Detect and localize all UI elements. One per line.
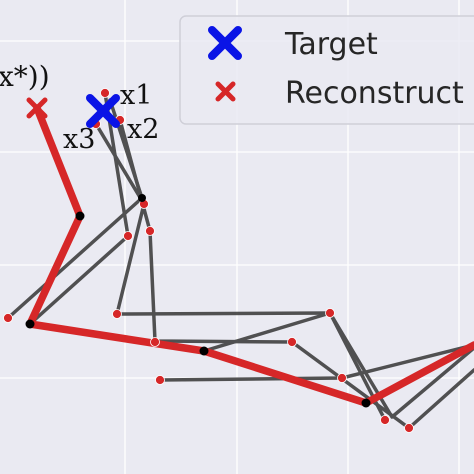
red-joint bbox=[123, 231, 133, 241]
black-joint bbox=[199, 346, 209, 356]
red-arm bbox=[26, 104, 474, 407]
legend-reconstruct-label: Reconstruct bbox=[285, 76, 464, 111]
legend-box bbox=[179, 15, 474, 125]
black-joints bbox=[25, 194, 371, 408]
label-x1: x1 bbox=[120, 80, 152, 111]
gray-chain-2 bbox=[118, 118, 474, 430]
red-joints bbox=[3, 88, 414, 433]
reconstruct-marker bbox=[26, 97, 48, 119]
label-x2: x2 bbox=[127, 114, 159, 145]
red-joint bbox=[337, 373, 347, 383]
black-joint bbox=[138, 194, 146, 202]
red-joint bbox=[380, 415, 390, 425]
legend-target-marker bbox=[208, 26, 242, 60]
target-marker bbox=[86, 94, 120, 128]
black-joint bbox=[25, 319, 35, 329]
red-joint bbox=[145, 226, 155, 236]
black-joint bbox=[75, 211, 85, 221]
legend-reconstruct-marker bbox=[215, 81, 236, 102]
red-joint bbox=[287, 337, 297, 347]
red-joint bbox=[112, 309, 122, 319]
red-joint bbox=[3, 313, 13, 323]
red-joint bbox=[100, 88, 110, 98]
red-joint bbox=[150, 337, 160, 347]
label-x3: x3 bbox=[63, 124, 95, 155]
red-joint bbox=[325, 308, 335, 318]
red-joint bbox=[404, 423, 414, 433]
legend: Target Reconstruct bbox=[179, 15, 474, 125]
black-joint bbox=[361, 398, 371, 408]
corner-label: x*)) bbox=[0, 60, 50, 93]
red-joint bbox=[155, 375, 165, 385]
legend-target-label: Target bbox=[284, 27, 378, 62]
